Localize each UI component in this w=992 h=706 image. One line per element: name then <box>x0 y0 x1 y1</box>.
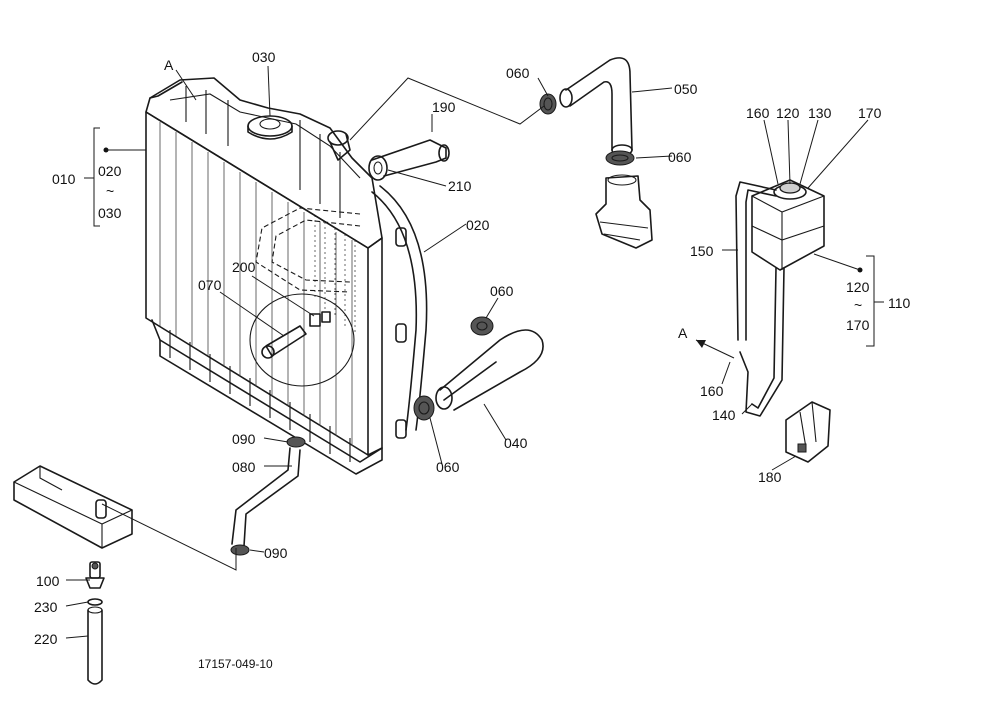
callout-030-cap: 030 <box>252 49 276 65</box>
callout-020-group: 020 <box>98 163 122 179</box>
clamp-060-b <box>605 150 635 166</box>
radiator-cap-030 <box>247 115 293 140</box>
group-bracket-left <box>84 127 146 227</box>
tank-bracket-180 <box>785 401 831 463</box>
hose-220 <box>87 606 103 685</box>
callout-150: 150 <box>690 243 714 259</box>
drain-detail-circle <box>249 293 355 387</box>
callout-220: 220 <box>34 631 58 647</box>
drain-bracket <box>13 465 133 549</box>
leader-lines <box>65 65 869 639</box>
callout-070: 070 <box>198 277 222 293</box>
radiator-upper-tank <box>145 77 383 249</box>
arrow-a-icon <box>695 339 735 359</box>
clamp-060-d <box>413 395 435 421</box>
radiator-side-brackets <box>395 227 407 439</box>
callout-090-a: 090 <box>232 431 256 447</box>
callout-060-b: 060 <box>668 149 692 165</box>
clamp-090-b <box>230 544 250 556</box>
callout-040: 040 <box>504 435 528 451</box>
callout-110: 110 <box>888 295 911 311</box>
callout-010: 010 <box>52 171 76 187</box>
radiator-filler-neck <box>327 130 351 161</box>
callout-060-d: 060 <box>436 459 460 475</box>
thermostat-housing <box>595 174 653 249</box>
clamp-060-c <box>470 316 494 336</box>
group-bracket-right <box>813 253 884 347</box>
callout-080: 080 <box>232 459 256 475</box>
reserve-tank-hose-150 <box>735 181 777 341</box>
callout-160-low: 160 <box>700 383 724 399</box>
washer-230 <box>87 598 103 606</box>
callout-030-group: 030 <box>98 205 122 221</box>
drain-cock-100 <box>85 561 105 589</box>
callout-060-a: 060 <box>506 65 530 81</box>
callout-130: 130 <box>808 105 832 121</box>
callout-100: 100 <box>36 573 60 589</box>
upper-hose-050 <box>559 57 633 156</box>
callout-tilde-left: ~ <box>106 183 114 199</box>
lower-hose-040 <box>435 329 544 411</box>
overflow-tube-140 <box>739 267 785 417</box>
callout-140: 140 <box>712 407 736 423</box>
callout-020-hose: 020 <box>466 217 490 233</box>
callout-A-top: A <box>164 57 174 73</box>
clamp-060-a <box>539 93 557 115</box>
callout-210: 210 <box>448 178 472 194</box>
clamp-090-a <box>286 436 306 448</box>
drawing-number: 17157-049-10 <box>198 657 273 671</box>
callout-230: 230 <box>34 599 58 615</box>
internal-pipe-dashed <box>255 207 361 293</box>
callout-160-top: 160 <box>746 105 770 121</box>
callout-090-b: 090 <box>264 545 288 561</box>
callout-190: 190 <box>432 99 456 115</box>
radiator-lower-tank <box>151 319 383 475</box>
callout-labels: A 030 010 020 ~ 030 060 050 190 060 210 … <box>34 49 911 671</box>
callout-120-top: 120 <box>776 105 800 121</box>
callout-060-c: 060 <box>490 283 514 299</box>
callout-120-group: 120 <box>846 279 870 295</box>
callout-tilde-right: ~ <box>854 297 862 313</box>
flange-210 <box>368 155 388 181</box>
callout-200: 200 <box>232 259 256 275</box>
callout-180: 180 <box>758 469 782 485</box>
callout-170-group: 170 <box>846 317 870 333</box>
drain-hose-080 <box>231 447 301 547</box>
callout-050: 050 <box>674 81 698 97</box>
callout-170-top: 170 <box>858 105 882 121</box>
pipe-190 <box>371 139 450 177</box>
callout-A-arrow: A <box>678 325 688 341</box>
